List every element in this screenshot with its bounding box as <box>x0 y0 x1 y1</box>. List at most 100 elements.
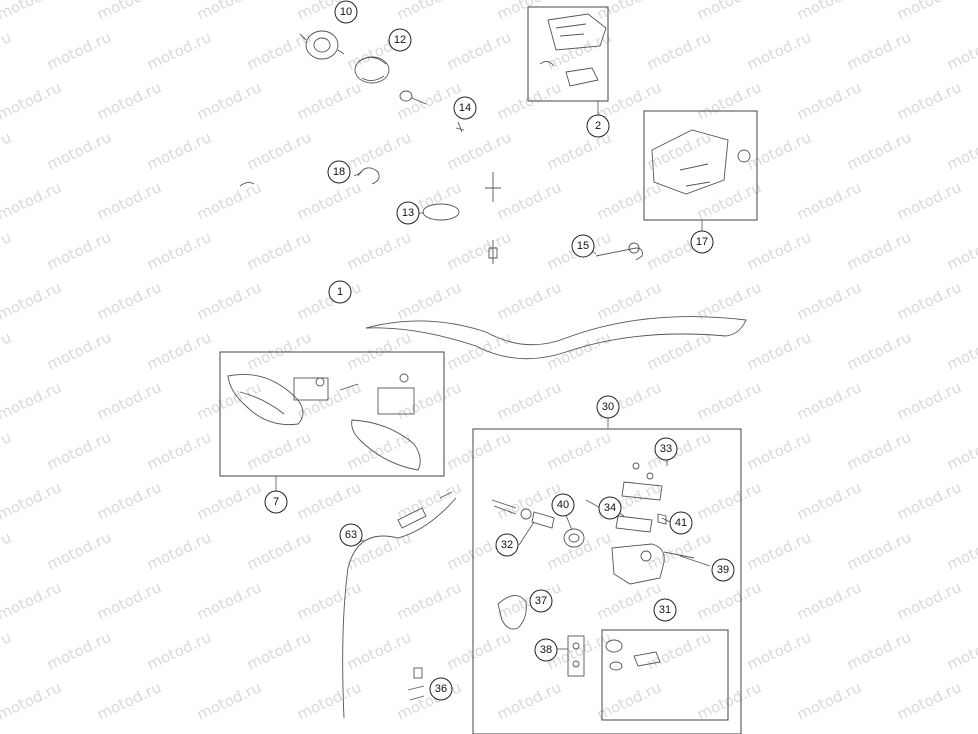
watermark-text: motod.ru <box>444 628 514 673</box>
callout-36: 36 <box>429 677 453 701</box>
watermark-text: motod.ru <box>244 328 314 373</box>
watermark-text: motod.ru <box>844 628 914 673</box>
watermark-text: motod.ru <box>894 178 964 223</box>
svg-text:41: 41 <box>675 517 687 529</box>
watermark-text: motod.ru <box>794 378 864 423</box>
watermark-text: motod.ru <box>0 628 14 673</box>
callout-34: 34 <box>598 496 622 520</box>
watermark-text: motod.ru <box>44 228 114 273</box>
watermark-text: motod.ru <box>294 178 364 223</box>
watermark-text: motod.ru <box>644 128 714 173</box>
watermark-text: motod.ru <box>794 0 864 24</box>
watermark-text: motod.ru <box>644 528 714 573</box>
watermark-text: motod.ru <box>594 678 664 723</box>
watermark-text: motod.ru <box>744 328 814 373</box>
watermark-text: motod.ru <box>894 678 964 723</box>
callout-12: 12 <box>388 28 412 52</box>
watermark-text: motod.ru <box>0 528 14 573</box>
watermark-text: motod.ru <box>894 78 964 123</box>
watermark-text: motod.ru <box>594 278 664 323</box>
watermark-text: motod.ru <box>494 678 564 723</box>
cable-part-63 <box>342 491 457 719</box>
watermark-text: motod.ru <box>644 628 714 673</box>
watermark-text: motod.ru <box>694 678 764 723</box>
watermark-text: motod.ru <box>44 328 114 373</box>
frame-30 <box>472 428 742 734</box>
watermark-text: motod.ru <box>344 128 414 173</box>
callout-31: 31 <box>653 598 677 622</box>
watermark-text: motod.ru <box>494 278 564 323</box>
watermark-text: motod.ru <box>344 628 414 673</box>
watermark-text: motod.ru <box>194 78 264 123</box>
watermark-text: motod.ru <box>0 678 64 723</box>
watermark-text: motod.ru <box>944 328 978 373</box>
watermark-text: motod.ru <box>644 28 714 73</box>
watermark-text: motod.ru <box>894 478 964 523</box>
watermark-text: motod.ru <box>594 178 664 223</box>
svg-text:10: 10 <box>340 6 352 18</box>
watermark-text: motod.ru <box>444 228 514 273</box>
watermark-text: motod.ru <box>94 78 164 123</box>
watermark-text: motod.ru <box>394 378 464 423</box>
callout-7: 7 <box>264 490 288 514</box>
watermark-text: motod.ru <box>494 378 564 423</box>
callout-33: 33 <box>654 437 678 461</box>
handlebar-part-1 <box>365 316 747 360</box>
watermark-text: motod.ru <box>144 28 214 73</box>
watermark-text: motod.ru <box>0 178 64 223</box>
watermark-text: motod.ru <box>694 78 764 123</box>
watermark-text: motod.ru <box>194 478 264 523</box>
watermark-text: motod.ru <box>144 328 214 373</box>
pin-part-14 <box>455 121 465 133</box>
watermark-text: motod.ru <box>944 528 978 573</box>
reservoir-cap-part-33 <box>621 462 663 501</box>
switch-part-10 <box>299 30 345 60</box>
watermark-text: motod.ru <box>744 228 814 273</box>
watermark-text: motod.ru <box>44 28 114 73</box>
watermark-text: motod.ru <box>44 528 114 573</box>
kit-parts-31 <box>605 639 661 671</box>
watermark-text: motod.ru <box>0 428 14 473</box>
hand-guard-mount-left <box>293 377 359 401</box>
watermark-text: motod.ru <box>394 0 464 24</box>
watermark-text: motod.ru <box>0 478 64 523</box>
screw-part <box>399 90 427 105</box>
watermark-text: motod.ru <box>294 478 364 523</box>
fitting-part <box>485 172 501 264</box>
watermark-text: motod.ru <box>394 578 464 623</box>
watermark-text: motod.ru <box>0 378 64 423</box>
svg-text:2: 2 <box>595 120 601 132</box>
watermark-text: motod.ru <box>294 578 364 623</box>
watermark-text: motod.ru <box>144 228 214 273</box>
watermark-text: motod.ru <box>544 528 614 573</box>
callout-41: 41 <box>669 511 693 535</box>
watermark-text: motod.ru <box>94 278 164 323</box>
callout-30: 30 <box>596 395 620 419</box>
svg-text:36: 36 <box>435 683 447 695</box>
watermark-text: motod.ru <box>794 678 864 723</box>
part-sketches <box>227 13 751 719</box>
hand-guard-part-left <box>227 373 304 426</box>
watermark-text: motod.ru <box>544 328 614 373</box>
svg-text:18: 18 <box>333 166 345 178</box>
callout-39: 39 <box>711 558 735 582</box>
callout-40: 40 <box>551 493 575 517</box>
watermark-text: motod.ru <box>0 28 14 73</box>
watermark-text: motod.ru <box>794 578 864 623</box>
watermark-text: motod.ru <box>744 28 814 73</box>
watermark-text: motod.ru <box>894 378 964 423</box>
watermark-text: motod.ru <box>244 228 314 273</box>
svg-text:1: 1 <box>337 286 343 298</box>
watermark-text: motod.ru <box>0 128 14 173</box>
callout-63: 63 <box>339 523 363 547</box>
watermark-text: motod.ru <box>944 128 978 173</box>
clip-part-18 <box>239 167 380 187</box>
watermark-text: motod.ru <box>0 228 14 273</box>
callout-14: 14 <box>453 96 477 120</box>
svg-text:37: 37 <box>535 595 547 607</box>
svg-text:30: 30 <box>602 401 614 413</box>
watermark-text: motod.ru <box>944 428 978 473</box>
o-ring-part-13 <box>422 203 460 221</box>
svg-text:63: 63 <box>345 529 357 541</box>
